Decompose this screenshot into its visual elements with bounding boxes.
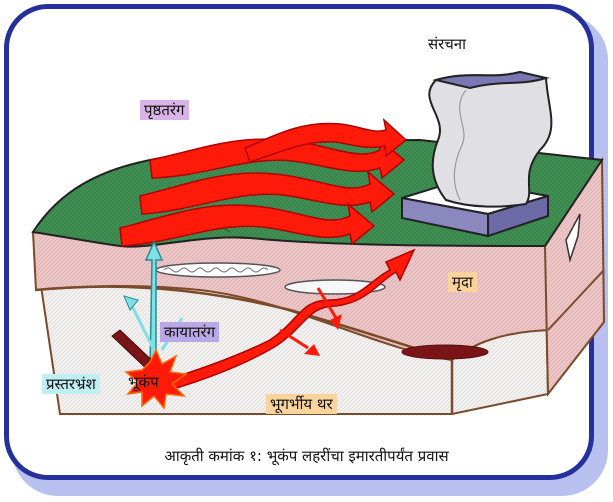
body-waves-label: कायातरंग: [160, 322, 219, 342]
geological-layer-label: भूगर्भीय थर: [266, 394, 337, 414]
soil-label: मृदा: [448, 272, 477, 292]
structure-label: संरचना: [428, 34, 466, 54]
surface-waves-label: पृष्ठतरंग: [140, 100, 189, 120]
fault-label: प्रस्तरभ्रंश: [42, 374, 100, 394]
figure-caption: आकृती कमांक १: भूकंप लहरींचा इमारतीपर्यं…: [0, 446, 613, 466]
earthquake-label: भूकंप: [128, 372, 159, 392]
bedrock-lens: [402, 345, 488, 359]
soil-lens-1: [156, 263, 280, 277]
